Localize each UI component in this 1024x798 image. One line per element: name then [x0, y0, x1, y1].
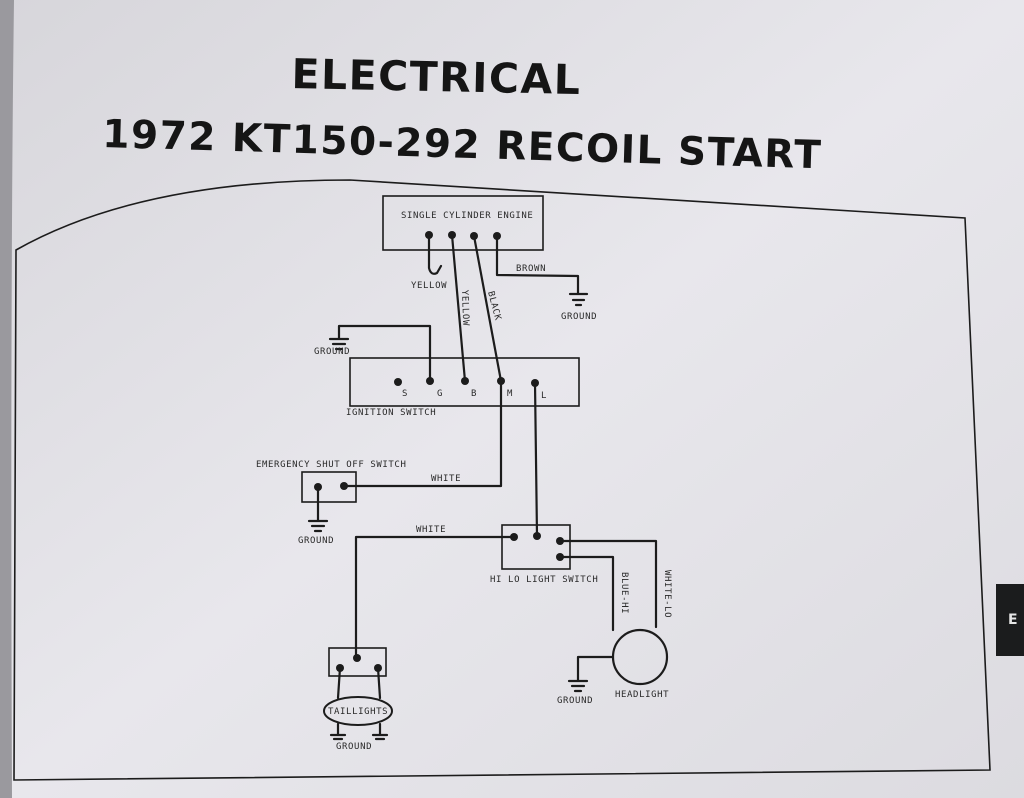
yellow-stub-wire	[427, 233, 443, 275]
white-tail-label: WHITE	[416, 525, 446, 535]
brown-wire-label: BROWN	[516, 264, 546, 274]
ground-symbol-emergency	[307, 519, 329, 533]
white-wire-emergency	[344, 379, 503, 488]
ground-symbol-ignition	[328, 337, 350, 351]
black-wire	[472, 234, 503, 383]
white-lo-wire	[558, 539, 658, 629]
headlight-ground-label: GROUND	[557, 696, 593, 706]
ignition-switch-label: IGNITION SWITCH	[346, 408, 436, 418]
ground-symbol-taillight-right	[371, 733, 389, 741]
white-emergency-label: WHITE	[431, 474, 461, 484]
taillight-left-wire	[336, 666, 342, 700]
headlight-ground-wire	[576, 655, 615, 682]
engine-label: SINGLE CYLINDER ENGINE	[401, 211, 533, 221]
brown-wire	[495, 234, 580, 295]
engine-block	[382, 195, 544, 251]
page-binding-edge	[0, 0, 14, 798]
ground-symbol-engine	[568, 292, 589, 307]
emergency-switch-label: EMERGENCY SHUT OFF SWITCH	[256, 460, 406, 470]
ignition-ground-label: GROUND	[314, 347, 350, 357]
ground-symbol-taillight-left	[329, 733, 347, 741]
ignition-terminal-s: S	[402, 389, 408, 399]
yellow-wire	[450, 233, 467, 383]
yellow-wire-label: YELLOW	[459, 290, 470, 326]
page-title: ELECTRICAL	[290, 50, 582, 105]
ignition-switch-box	[349, 357, 580, 407]
blue-hi-wire	[558, 555, 615, 632]
taillight-ground-wires	[336, 722, 382, 736]
yellow-stub-label: YELLOW	[411, 281, 447, 291]
taillight-bulbs	[323, 696, 393, 726]
light-feed-wire	[533, 381, 539, 538]
hilo-switch-label: HI LO LIGHT SWITCH	[490, 575, 598, 585]
taillight-right-wire	[376, 666, 382, 700]
diagram-frame	[13, 179, 991, 781]
white-lo-label: WHITE-LO	[662, 570, 672, 618]
ground-symbol-headlight	[567, 679, 589, 693]
section-tab: E	[996, 584, 1024, 656]
engine-ground-label: GROUND	[561, 312, 597, 322]
emergency-ground-label: GROUND	[298, 536, 334, 546]
taillight-ground-label: GROUND	[336, 742, 372, 752]
ignition-terminal-b: B	[471, 389, 477, 399]
ignition-terminal-g: G	[437, 389, 443, 399]
ignition-ground-wire	[337, 324, 432, 383]
headlight-label: HEADLIGHT	[615, 690, 669, 700]
taillights-label: TAILLIGHTS	[328, 707, 388, 717]
ignition-terminal-m: M	[507, 389, 513, 399]
white-wire-taillight	[354, 535, 516, 659]
blue-hi-label: BLUE-HI	[619, 572, 629, 614]
ignition-terminal-l: L	[541, 391, 547, 401]
